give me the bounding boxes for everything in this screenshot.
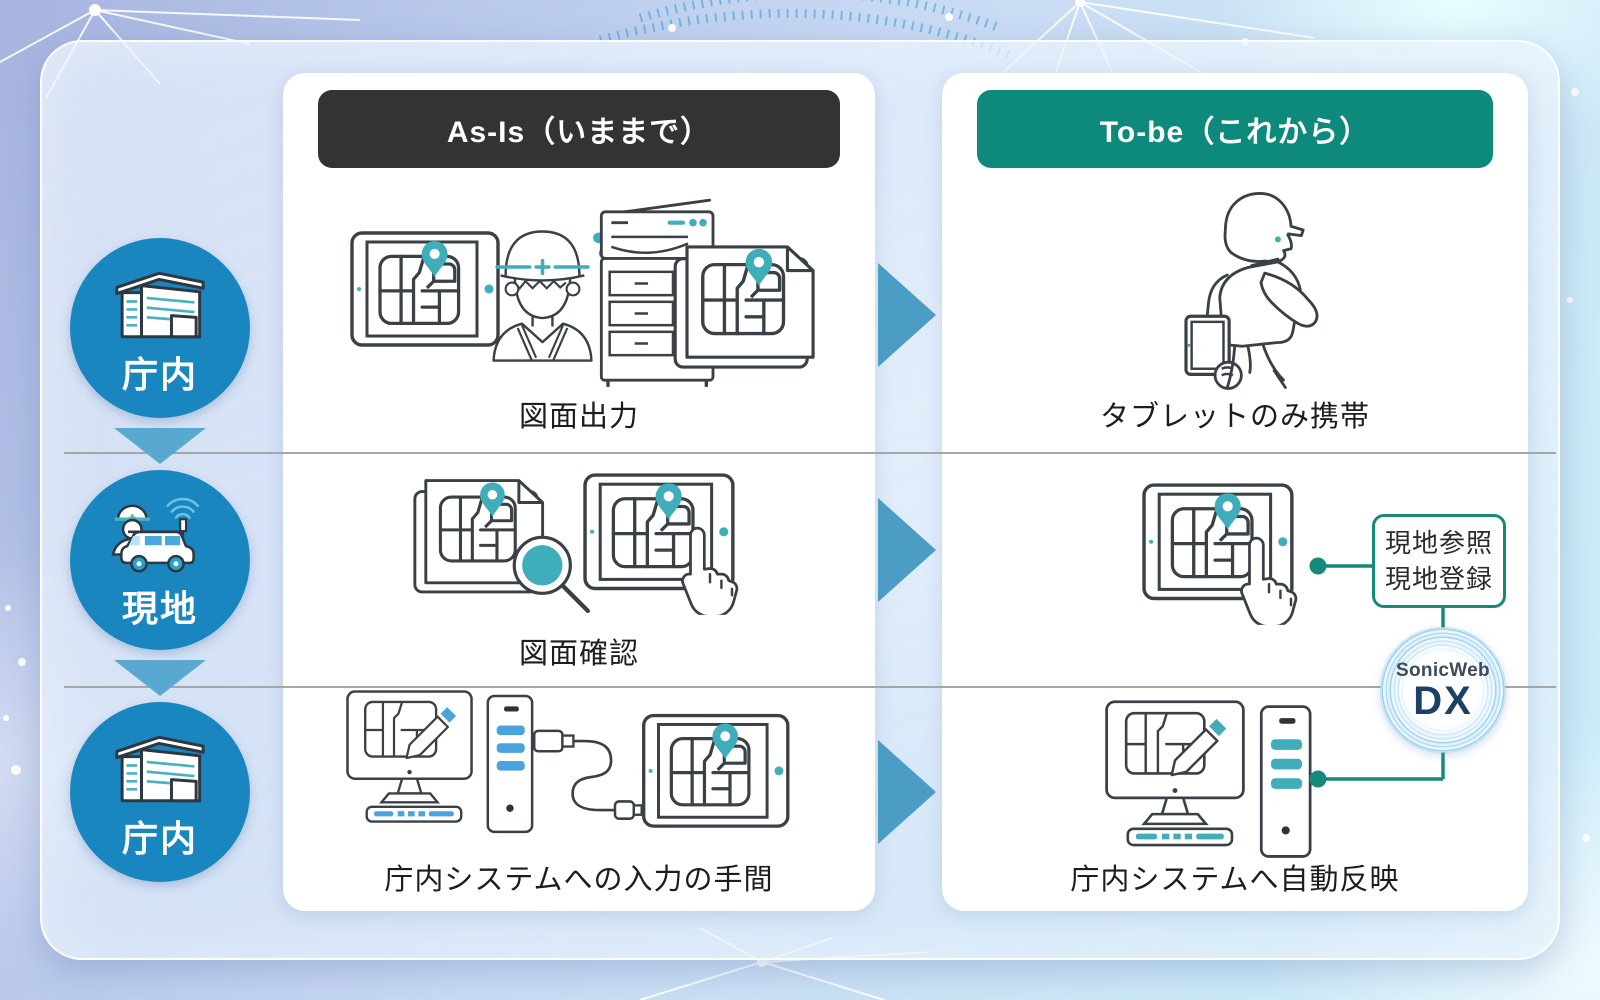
tobe-row3-caption: 庁内システムへ自動反映 <box>1070 864 1400 896</box>
rail-step-label: 現地 <box>121 587 198 629</box>
building-icon <box>108 723 212 808</box>
rail-step-field: 現地 <box>70 470 250 650</box>
row-divider-1 <box>64 452 1556 454</box>
tablet-touch-icon <box>583 473 743 623</box>
field-actions-callout: 現地参照 現地登録 <box>1372 514 1506 608</box>
printed-drawing-icon <box>673 241 831 371</box>
pc-cable-tablet-icon <box>346 690 793 834</box>
callout-line1: 現地参照 <box>1384 527 1493 558</box>
row-divider-2 <box>64 686 1556 688</box>
flow-arrow-row2 <box>878 498 936 602</box>
sonicweb-dx-logo: SonicWeb DX <box>1381 628 1505 752</box>
asis-row1-caption: 図面出力 <box>518 401 639 433</box>
desktop-pc-icon <box>1105 700 1315 868</box>
tobe-row1-caption: タブレットのみ携帯 <box>1099 401 1370 433</box>
walking-worker-tablet-icon <box>1137 185 1325 395</box>
rail-step-office-2: 庁内 <box>70 702 250 882</box>
tobe-column-card: To-be（これから） タブレットのみ携帯 庁内システムへ自動反映 <box>942 73 1528 911</box>
asis-column-card: As-Is（いままで） 図面出力 図面確認 庁内システムへの入力の手間 <box>283 73 875 911</box>
flow-arrow-row1 <box>878 263 936 367</box>
callout-line2: 現地登録 <box>1384 564 1493 594</box>
rail-step-label: 庁内 <box>121 817 198 859</box>
field-worker-van-icon <box>101 489 219 578</box>
logo-product-text: DX <box>1413 679 1473 723</box>
flow-arrow-row3 <box>878 740 936 844</box>
rail-down-arrow-1 <box>114 428 206 464</box>
drawing-check-icon <box>413 475 598 621</box>
tobe-header: To-be（これから） <box>977 90 1493 168</box>
asis-row3-caption: 庁内システムへの入力の手間 <box>384 864 774 896</box>
tablet-touch-icon <box>1142 483 1302 633</box>
rail-step-office-1: 庁内 <box>70 238 250 418</box>
building-icon <box>108 259 212 344</box>
rail-down-arrow-2 <box>114 660 206 696</box>
rail-step-label: 庁内 <box>121 353 198 395</box>
asis-row2-caption: 図面確認 <box>518 638 639 670</box>
asis-header: As-Is（いままで） <box>318 90 840 168</box>
